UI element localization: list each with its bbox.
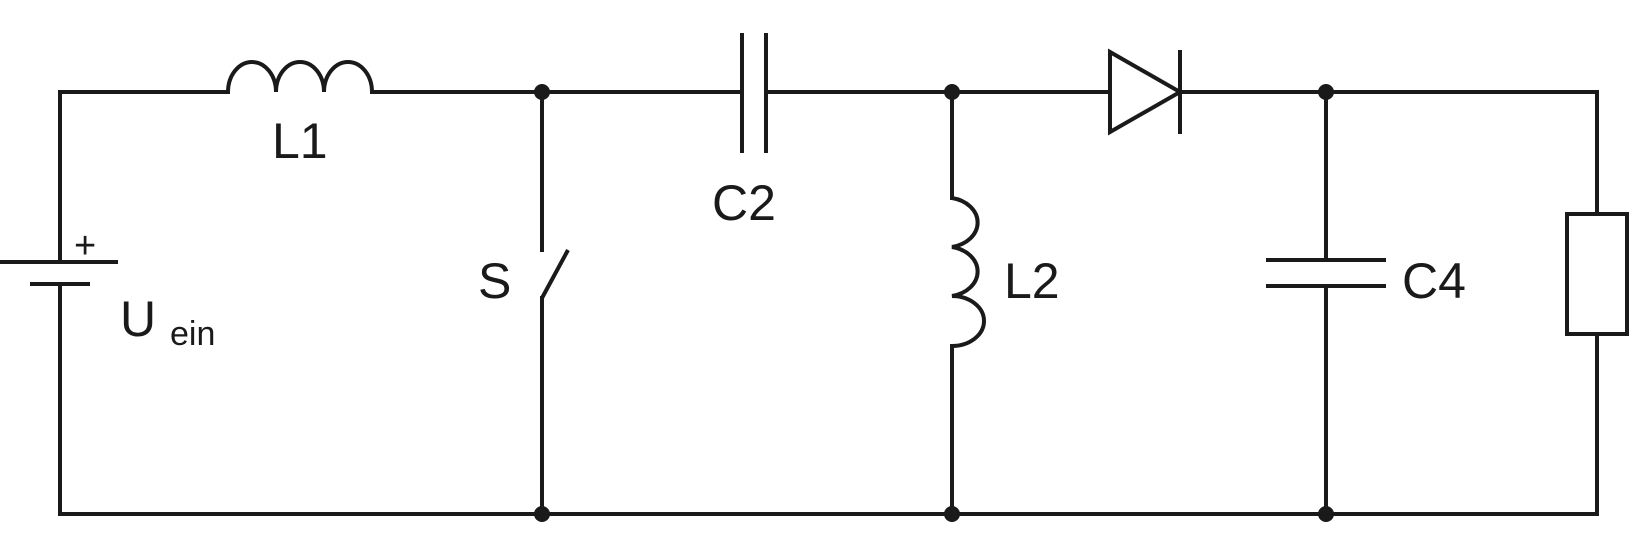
capacitor-c4 (1266, 258, 1386, 288)
label-c2: C2 (712, 175, 776, 231)
inductor-l2 (951, 196, 986, 348)
label-l2: L2 (1004, 253, 1060, 309)
battery-source (0, 260, 118, 286)
switch-s (540, 249, 570, 299)
label-l1: L1 (272, 113, 328, 169)
diode (1108, 48, 1185, 136)
label-u-sub: ein (170, 315, 215, 353)
junction-switch-top (534, 84, 550, 100)
label-c4: C4 (1402, 253, 1466, 309)
junction-l2-top (944, 84, 960, 100)
label-plus: + (74, 225, 96, 267)
label-s: S (478, 253, 511, 309)
junction-l2-bottom (944, 506, 960, 522)
label-u-main: U (120, 291, 156, 347)
junction-c4-bottom (1318, 506, 1334, 522)
junctions (534, 84, 1334, 522)
junction-switch-bottom (534, 506, 550, 522)
capacitor-c2 (740, 33, 768, 153)
load-resistor (1565, 212, 1629, 336)
junction-c4-top (1318, 84, 1334, 100)
inductor-l1 (226, 60, 374, 93)
wires (58, 90, 1599, 516)
diode-triangle (1108, 48, 1185, 136)
